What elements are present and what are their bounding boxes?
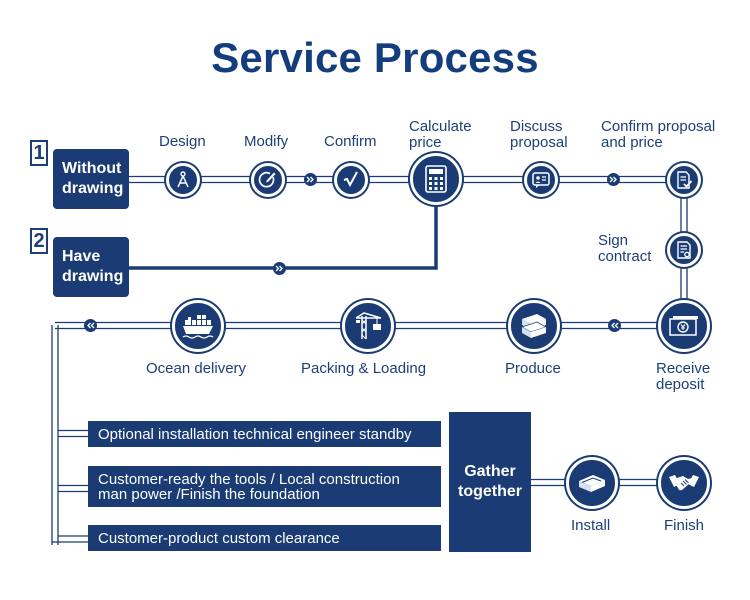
step-label-discuss-proposal: Discuss proposal (510, 118, 568, 151)
checkmark-icon (343, 171, 358, 188)
step-label-packing-loading: Packing & Loading (301, 360, 427, 377)
step-node-confirm (334, 163, 368, 197)
prerequisite-custom-clearance: Customer-product custom clearance (88, 525, 441, 551)
row-number-1: 1 (30, 140, 48, 166)
arrow-right-icon (304, 173, 317, 186)
arrow-right-icon (607, 173, 620, 186)
step-node-finish (658, 457, 710, 509)
arrow-left-icon (608, 319, 621, 332)
steel-beam-icon (579, 475, 605, 492)
step-node-sign-contract (667, 233, 701, 267)
money-icon (669, 316, 698, 336)
step-label-install: Install (571, 517, 611, 534)
prerequisite-engineer-standby: Optional installation technical engineer… (88, 421, 441, 447)
chat-icon (532, 172, 550, 188)
crane-icon (355, 312, 382, 340)
step-label-confirm-proposal: Confirm proposal and price (601, 118, 716, 151)
handshake-icon (669, 475, 699, 491)
step-node-packing-loading (342, 300, 394, 352)
step-label-sign-contract: Sign contract (598, 232, 652, 265)
step-node-install (566, 457, 618, 509)
step-node-modify (251, 163, 285, 197)
step-label-finish: Finish (664, 517, 705, 534)
arrow-right-icon (273, 262, 286, 275)
step-node-receive-deposit (658, 300, 710, 352)
arrow-left-icon (84, 319, 97, 332)
step-node-produce (508, 300, 560, 352)
have-drawing-box: Have drawing (53, 237, 129, 297)
step-node-confirm-proposal (667, 163, 701, 197)
prerequisite-customer-ready: Customer-ready the tools / Local constru… (88, 466, 441, 507)
row-number-2: 2 (30, 228, 48, 254)
document-check-icon (677, 171, 693, 189)
step-node-calculate-price (410, 153, 462, 205)
step-label-modify: Modify (244, 133, 289, 150)
step-label-produce: Produce (505, 360, 561, 377)
cargo-ship-icon (182, 315, 214, 339)
step-label-calculate-price: Calculate price (409, 118, 472, 151)
step-label-confirm: Confirm (324, 133, 377, 150)
page-title: Service Process (211, 34, 539, 81)
gather-together-box: Gather together (449, 412, 531, 552)
step-node-design (166, 163, 200, 197)
contract-icon (677, 241, 691, 259)
without-drawing-box: Without drawing (53, 149, 129, 209)
step-label-design: Design (159, 133, 206, 150)
calculator-icon (425, 165, 447, 193)
step-label-ocean-delivery: Ocean delivery (146, 360, 247, 377)
step-label-receive-deposit: Receive deposit (656, 360, 711, 393)
edit-icon (258, 171, 276, 188)
step-node-ocean-delivery (172, 300, 224, 352)
step-node-discuss-proposal (524, 163, 558, 197)
compass-icon (177, 171, 189, 188)
steel-beams-icon (521, 314, 547, 338)
